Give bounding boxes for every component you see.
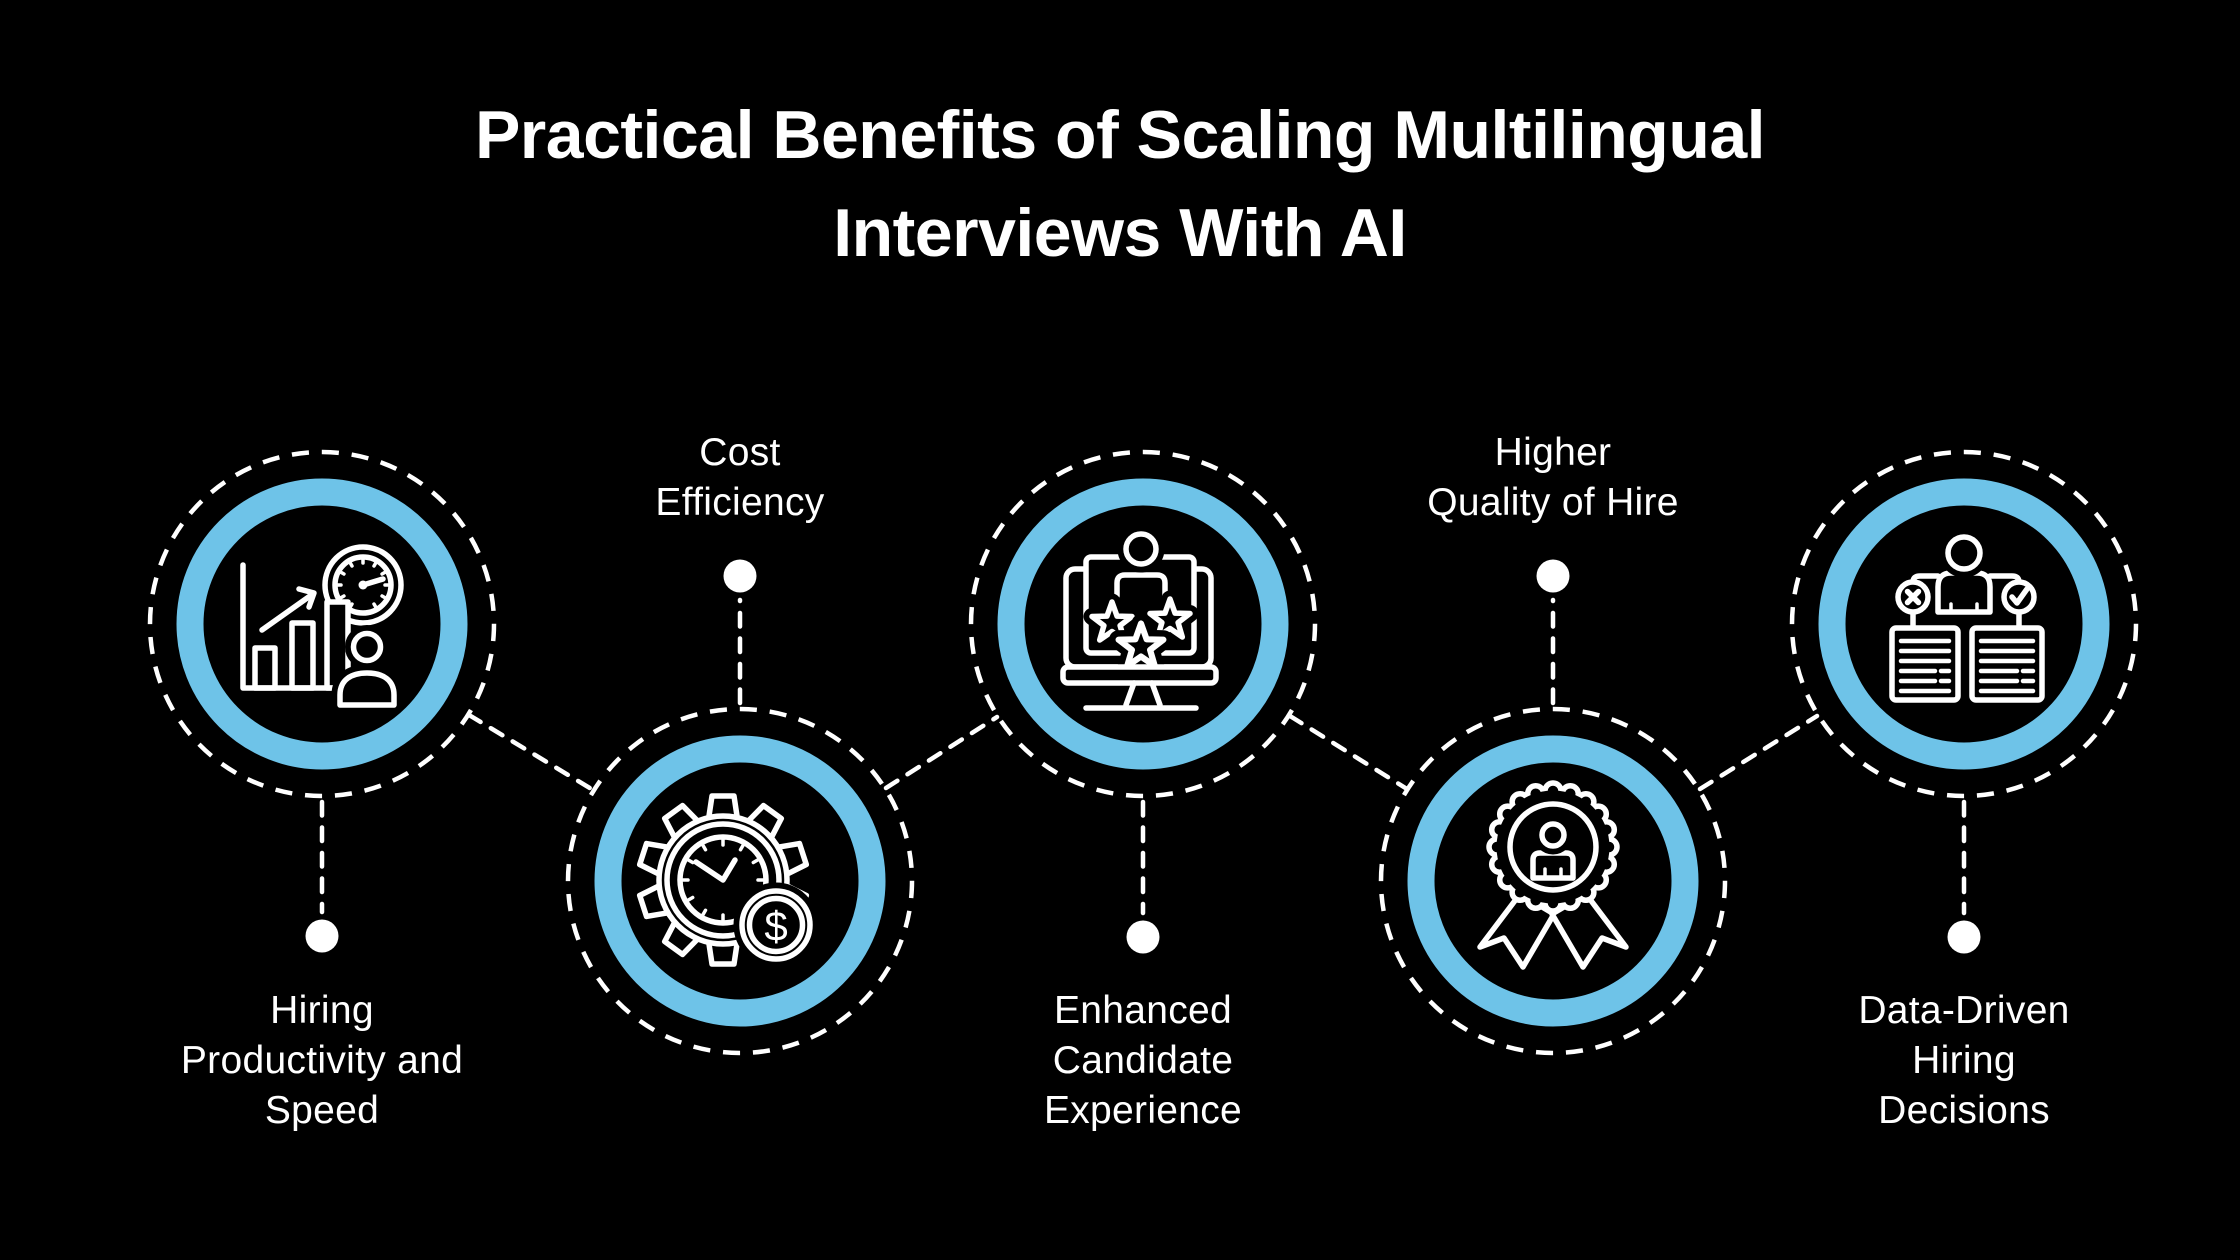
label-dot-node4 [1536, 559, 1570, 593]
growth-arrow-icon [259, 586, 317, 633]
avatar-icon [1114, 525, 1168, 599]
person-icon [1935, 528, 1993, 615]
gear-clock-dollar-icon: $ [636, 793, 819, 968]
accent-ring [1818, 478, 2110, 770]
dashed-outline-ring [968, 449, 1318, 799]
accent-ring [997, 478, 1289, 770]
label-dot-node2 [723, 559, 757, 593]
connector-node2-node3 [883, 714, 1000, 791]
dashed-outline-ring [1378, 706, 1728, 1056]
clock-hands [693, 857, 738, 883]
accent-ring [1407, 735, 1699, 1027]
monitor-stars-avatar-icon [1060, 525, 1219, 711]
benefit-label-line: Candidate [1052, 1039, 1234, 1082]
dashed-outline-ring [1789, 449, 2139, 799]
infographic-title: Practical Benefits of Scaling Multilingu… [0, 86, 2240, 282]
benefit-node-data-driven [1784, 444, 2144, 804]
person-icon [1530, 815, 1576, 881]
connector-node4-node5 [1697, 713, 1820, 792]
dashed-outline-ring [565, 706, 915, 1056]
dashed-outline-ring [147, 449, 497, 799]
person-icon [331, 625, 403, 714]
connector-node1-node2 [466, 712, 596, 793]
benefit-node-cost-efficiency: $ [560, 701, 920, 1061]
benefit-label-line: Higher [1494, 431, 1612, 474]
benefit-node-quality-of-hire [1373, 701, 1733, 1061]
title-line-1: Practical Benefits of Scaling Multilingu… [474, 97, 1766, 173]
document-list-icons [1889, 625, 2045, 703]
award-ribbon-person-icon [1477, 780, 1629, 970]
benefit-label-cost-efficiency: Cost Efficiency [655, 428, 824, 528]
benefit-label-line: Enhanced [1053, 989, 1233, 1032]
connector-node3-node4 [1287, 713, 1410, 792]
benefit-label-hiring-productivity: Hiring Productivity and Speed [181, 986, 463, 1136]
bar-chart-speedometer-person-icon [240, 544, 404, 714]
benefit-label-line: Productivity and [180, 1039, 464, 1082]
chart-axis [240, 562, 356, 691]
person-check-x-documents-icon [1889, 528, 2045, 703]
title-line-2: Interviews With AI [833, 195, 1407, 271]
accent-ring [176, 478, 468, 770]
benefit-label-candidate-experience: Enhanced Candidate Experience [1044, 986, 1242, 1136]
benefit-label-line: Decisions [1878, 1089, 2050, 1132]
benefit-label-line: Experience [1043, 1089, 1243, 1132]
bar-chart-icon [252, 599, 351, 691]
reject-x-icon [1895, 579, 1931, 615]
benefit-label-quality-of-hire: Higher Quality of Hire [1427, 428, 1679, 528]
accent-ring [594, 735, 886, 1027]
benefit-node-hiring-productivity [142, 444, 502, 804]
approve-check-icon [2001, 579, 2037, 615]
label-dot-node5 [1947, 920, 1981, 954]
benefit-label-data-driven: Data-Driven Hiring Decisions [1858, 986, 2069, 1136]
gear-clock-icon [636, 793, 810, 967]
benefit-label-line: Cost [699, 431, 781, 474]
monitor-stand [1123, 680, 1163, 708]
benefit-label-line: Hiring [270, 989, 374, 1032]
benefit-label-line: Efficiency [655, 481, 825, 524]
label-dot-node1 [305, 919, 339, 953]
dollar-coin-icon: $ [733, 882, 819, 968]
monitor-bezel [1060, 664, 1219, 686]
benefit-label-line: Data-Driven [1858, 989, 2070, 1032]
benefit-label-line: Speed [264, 1089, 380, 1132]
benefit-label-line: Hiring [1912, 1039, 2016, 1082]
benefit-node-candidate-experience [963, 444, 1323, 804]
dollar-sign: $ [764, 903, 787, 950]
label-dot-node3 [1126, 920, 1160, 954]
benefit-label-line: Quality of Hire [1427, 481, 1679, 524]
